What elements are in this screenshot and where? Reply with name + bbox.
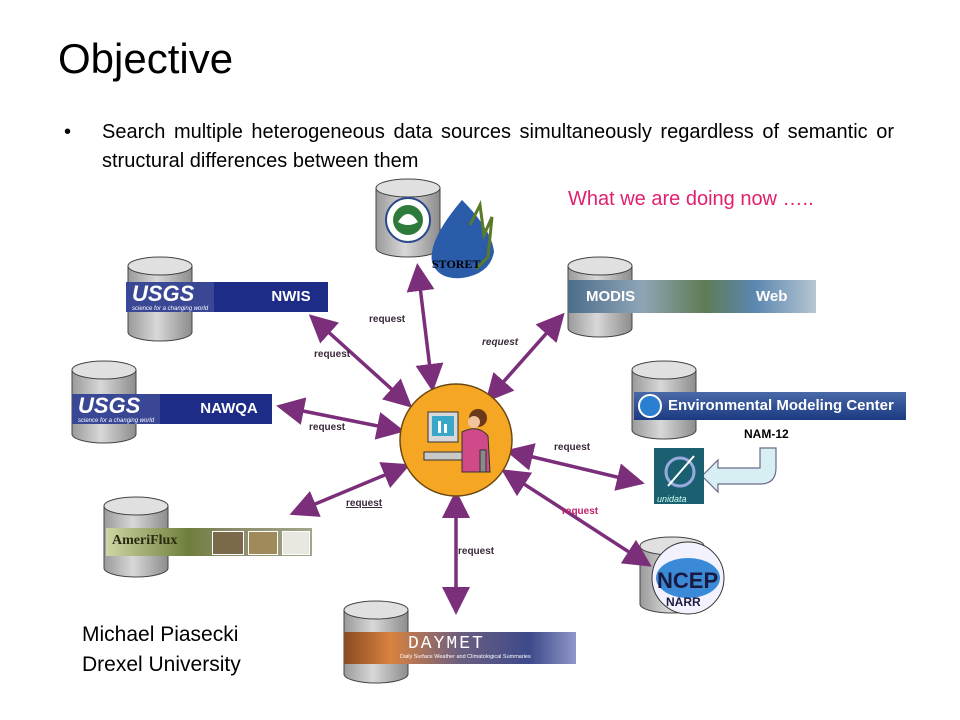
user-at-computer-icon [423, 409, 491, 473]
modis-logo-text: MODIS [586, 288, 636, 305]
ameriflux-photo [212, 531, 244, 555]
request-label: request [458, 546, 495, 557]
noaa-logo-icon [638, 394, 662, 418]
daymet-tagline: Daily Surface Weather and Climatological… [400, 654, 531, 660]
request-label: request [309, 422, 346, 433]
daymet-banner: DAYMET Daily Surface Weather and Climato… [344, 632, 576, 664]
status-note: What we are doing now ….. [568, 188, 814, 210]
storet-logo-text: STORET [432, 257, 480, 271]
modis-web-text: Web [756, 288, 788, 305]
request-labels: request request request request request … [309, 314, 599, 557]
request-label: request [314, 349, 351, 360]
author-block: Michael Piasecki Drexel University [82, 620, 241, 680]
ameriflux-photo [282, 531, 310, 555]
arrow-storet [406, 263, 444, 392]
slide-title: Objective [58, 35, 234, 82]
daymet-logo-text: DAYMET [408, 634, 485, 654]
modis-banner: MODIS Web [568, 280, 816, 313]
arrow-ameriflux [289, 462, 411, 517]
emc-caption: NAM-12 [744, 427, 789, 441]
ameriflux-logo-text: AmeriFlux [112, 533, 178, 548]
arrow-ncep [501, 469, 652, 567]
arrow-nawqa [276, 397, 405, 440]
request-label: request [369, 314, 406, 325]
arrow-unidata [505, 443, 645, 491]
unidata-logo-text: unidata [657, 494, 687, 504]
user-hub [399, 383, 513, 497]
request-arrows [276, 263, 652, 615]
author-affiliation: Drexel University [82, 653, 241, 676]
ncep-logo: NCEP NARR [651, 541, 725, 615]
epa-seal-icon [385, 197, 431, 243]
emc-banner: Environmental Modeling Center [634, 392, 906, 420]
emc-name: Environmental Modeling Center [668, 397, 894, 414]
request-label: request [346, 498, 383, 509]
request-label: request [554, 442, 591, 453]
ncep-logo-text: NCEP [657, 568, 718, 593]
author-name: Michael Piasecki [82, 623, 239, 646]
ameriflux-banner: AmeriFlux [106, 528, 312, 556]
arrow-modis [485, 312, 565, 403]
unidata-logo: unidata [654, 448, 704, 504]
storet-logo: STORET [431, 199, 494, 279]
nwis-label: NWIS [254, 282, 328, 312]
database-emc [631, 360, 697, 440]
ncep-caption: NARR [666, 595, 701, 609]
bullet-text: Search multiple heterogeneous data sourc… [102, 121, 894, 172]
nawqa-label: NAWQA [186, 394, 272, 424]
arrow-nwis [308, 314, 413, 408]
bullet-marker: • [64, 121, 72, 143]
ameriflux-photo [248, 531, 278, 555]
request-label: request [562, 506, 599, 517]
request-label: request [482, 337, 519, 348]
objective-bullet: • Search multiple heterogeneous data sou… [64, 118, 894, 176]
nam-to-unidata-arrow [701, 447, 777, 494]
